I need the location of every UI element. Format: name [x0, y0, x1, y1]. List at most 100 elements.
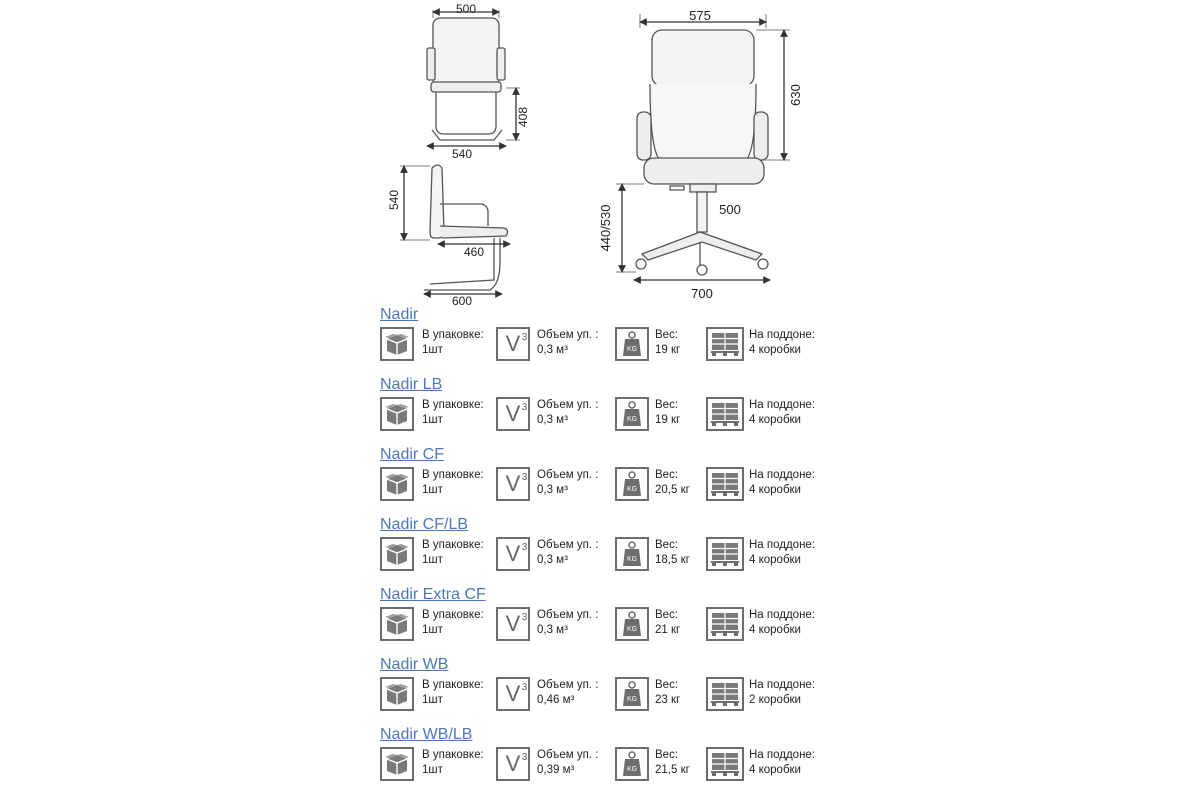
weight-kg-icon: KG	[615, 677, 649, 711]
product-name-link[interactable]: Nadir LB	[380, 376, 443, 393]
box-icon	[380, 327, 414, 361]
volume-glyph: V	[505, 471, 521, 496]
swivel-view-drawing	[616, 14, 790, 284]
pallet-label: На поддоне:	[749, 329, 816, 341]
volume-value: 0,3 м³	[537, 624, 568, 636]
package-label: В упаковке:	[422, 329, 484, 341]
pallet-label: На поддоне:	[749, 469, 816, 481]
dim-swivel-back-height: 630	[788, 84, 803, 106]
package-value: 1шт	[422, 414, 443, 426]
volume-label: Объем уп. :	[537, 539, 599, 551]
volume-glyph-sup: 3	[521, 682, 528, 693]
pallet-icon	[706, 677, 744, 711]
weight-value: 21 кг	[655, 624, 681, 636]
product-name-link[interactable]: Nadir WB/LB	[380, 726, 473, 743]
dim-front-height: 408	[516, 107, 530, 127]
package-label: В упаковке:	[422, 749, 484, 761]
weight-value: 23 кг	[655, 694, 681, 706]
weight-kg-icon: KG	[615, 537, 649, 571]
weight-value: 21,5 кг	[655, 764, 690, 776]
package-value: 1шт	[422, 694, 443, 706]
package-value: 1шт	[422, 624, 443, 636]
package-label: В упаковке:	[422, 539, 484, 551]
volume-glyph: V	[505, 331, 521, 356]
weight-label: Вес:	[655, 329, 679, 341]
pallet-value: 4 коробки	[749, 484, 801, 496]
dim-swivel-width: 575	[689, 8, 711, 23]
weight-label: Вес:	[655, 749, 679, 761]
volume-value: 0,3 м³	[537, 414, 568, 426]
box-icon	[380, 537, 414, 571]
pallet-icon	[706, 537, 744, 571]
weight-kg-icon: KG	[615, 467, 649, 501]
product-name-link[interactable]: Nadir	[380, 306, 419, 323]
pallet-label: На поддоне:	[749, 679, 816, 691]
volume-value: 0,3 м³	[537, 344, 568, 356]
package-value: 1шт	[422, 344, 443, 356]
dim-side-height: 540	[387, 190, 401, 210]
pallet-icon	[706, 747, 744, 781]
pallet-label: На поддоне:	[749, 399, 816, 411]
pallet-value: 2 коробки	[749, 694, 801, 706]
package-label: В упаковке:	[422, 469, 484, 481]
pallet-label: На поддоне:	[749, 609, 816, 621]
weight-label: Вес:	[655, 399, 679, 411]
volume-value: 0,3 м³	[537, 554, 568, 566]
dim-swivel-seat-height: 440/530	[598, 205, 613, 252]
pallet-icon	[706, 467, 744, 501]
weight-glyph: KG	[627, 556, 637, 563]
package-value: 1шт	[422, 764, 443, 776]
dim-front-base-width: 540	[452, 147, 472, 161]
weight-glyph: KG	[627, 346, 637, 353]
volume-glyph-sup: 3	[521, 542, 528, 553]
side-view-drawing	[400, 164, 511, 298]
volume-glyph-sup: 3	[521, 332, 528, 343]
volume-value: 0,3 м³	[537, 484, 568, 496]
pallet-label: На поддоне:	[749, 749, 816, 761]
weight-glyph: KG	[627, 486, 637, 493]
box-icon	[380, 677, 414, 711]
pallet-icon	[706, 327, 744, 361]
weight-value: 19 кг	[655, 414, 681, 426]
dim-side-base-depth: 600	[452, 294, 472, 305]
box-icon	[380, 607, 414, 641]
dim-front-width: 500	[456, 2, 476, 16]
volume-glyph: V	[505, 541, 521, 566]
product-name-link[interactable]: Nadir Extra CF	[380, 586, 486, 603]
volume-label: Объем уп. :	[537, 469, 599, 481]
product-name-link[interactable]: Nadir WB	[380, 656, 449, 673]
weight-label: Вес:	[655, 539, 679, 551]
volume-glyph-sup: 3	[521, 752, 528, 763]
volume-label: Объем уп. :	[537, 749, 599, 761]
package-value: 1шт	[422, 554, 443, 566]
pallet-label: На поддоне:	[749, 539, 816, 551]
box-icon	[380, 747, 414, 781]
pallet-icon	[706, 607, 744, 641]
volume-value: 0,46 м³	[537, 694, 575, 706]
weight-glyph: KG	[627, 766, 637, 773]
product-name-link[interactable]: Nadir CF	[380, 446, 445, 463]
weight-kg-icon: KG	[615, 607, 649, 641]
front-view-drawing	[426, 8, 520, 150]
volume-label: Объем уп. :	[537, 399, 599, 411]
volume-value: 0,39 м³	[537, 764, 575, 776]
weight-glyph: KG	[627, 416, 637, 423]
weight-label: Вес:	[655, 609, 679, 621]
volume-label: Объем уп. :	[537, 609, 599, 621]
pallet-value: 4 коробки	[749, 764, 801, 776]
product-name-link[interactable]: Nadir CF/LB	[380, 516, 469, 533]
weight-glyph: KG	[627, 696, 637, 703]
